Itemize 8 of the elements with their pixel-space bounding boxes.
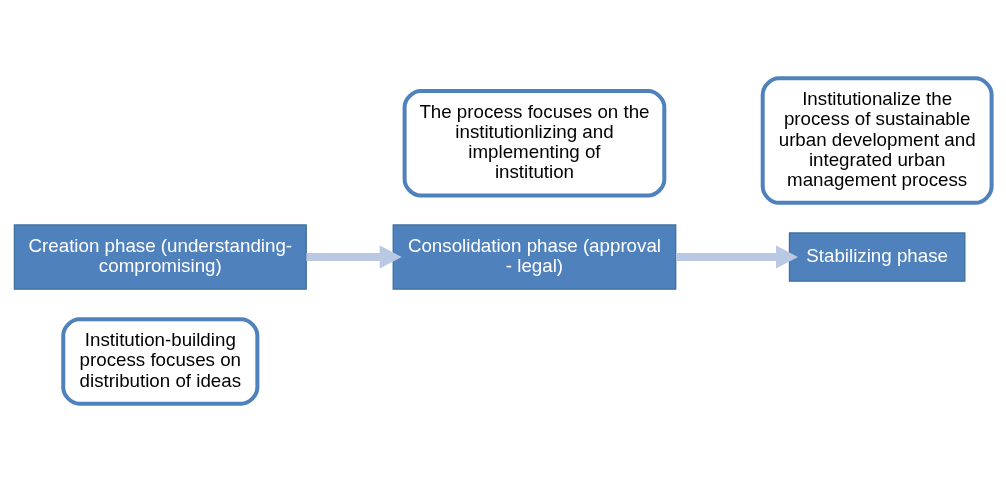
node-box: Consolidation phase (approval - legal): [392, 223, 677, 290]
node-box: The process focuses on the institutionlizing and implementing of institution: [402, 88, 667, 197]
node-box: Institution-building process focuses on distribution of ideas: [61, 316, 260, 406]
node-box: Institutionalize the process of sustainable urban development and integrated urban management process: [760, 75, 994, 205]
arrow: [676, 245, 799, 269]
node-box: Stabilizing phase: [788, 231, 966, 282]
arrow: [306, 245, 402, 269]
node-box: Creation phase (understanding-compromising): [13, 223, 307, 290]
